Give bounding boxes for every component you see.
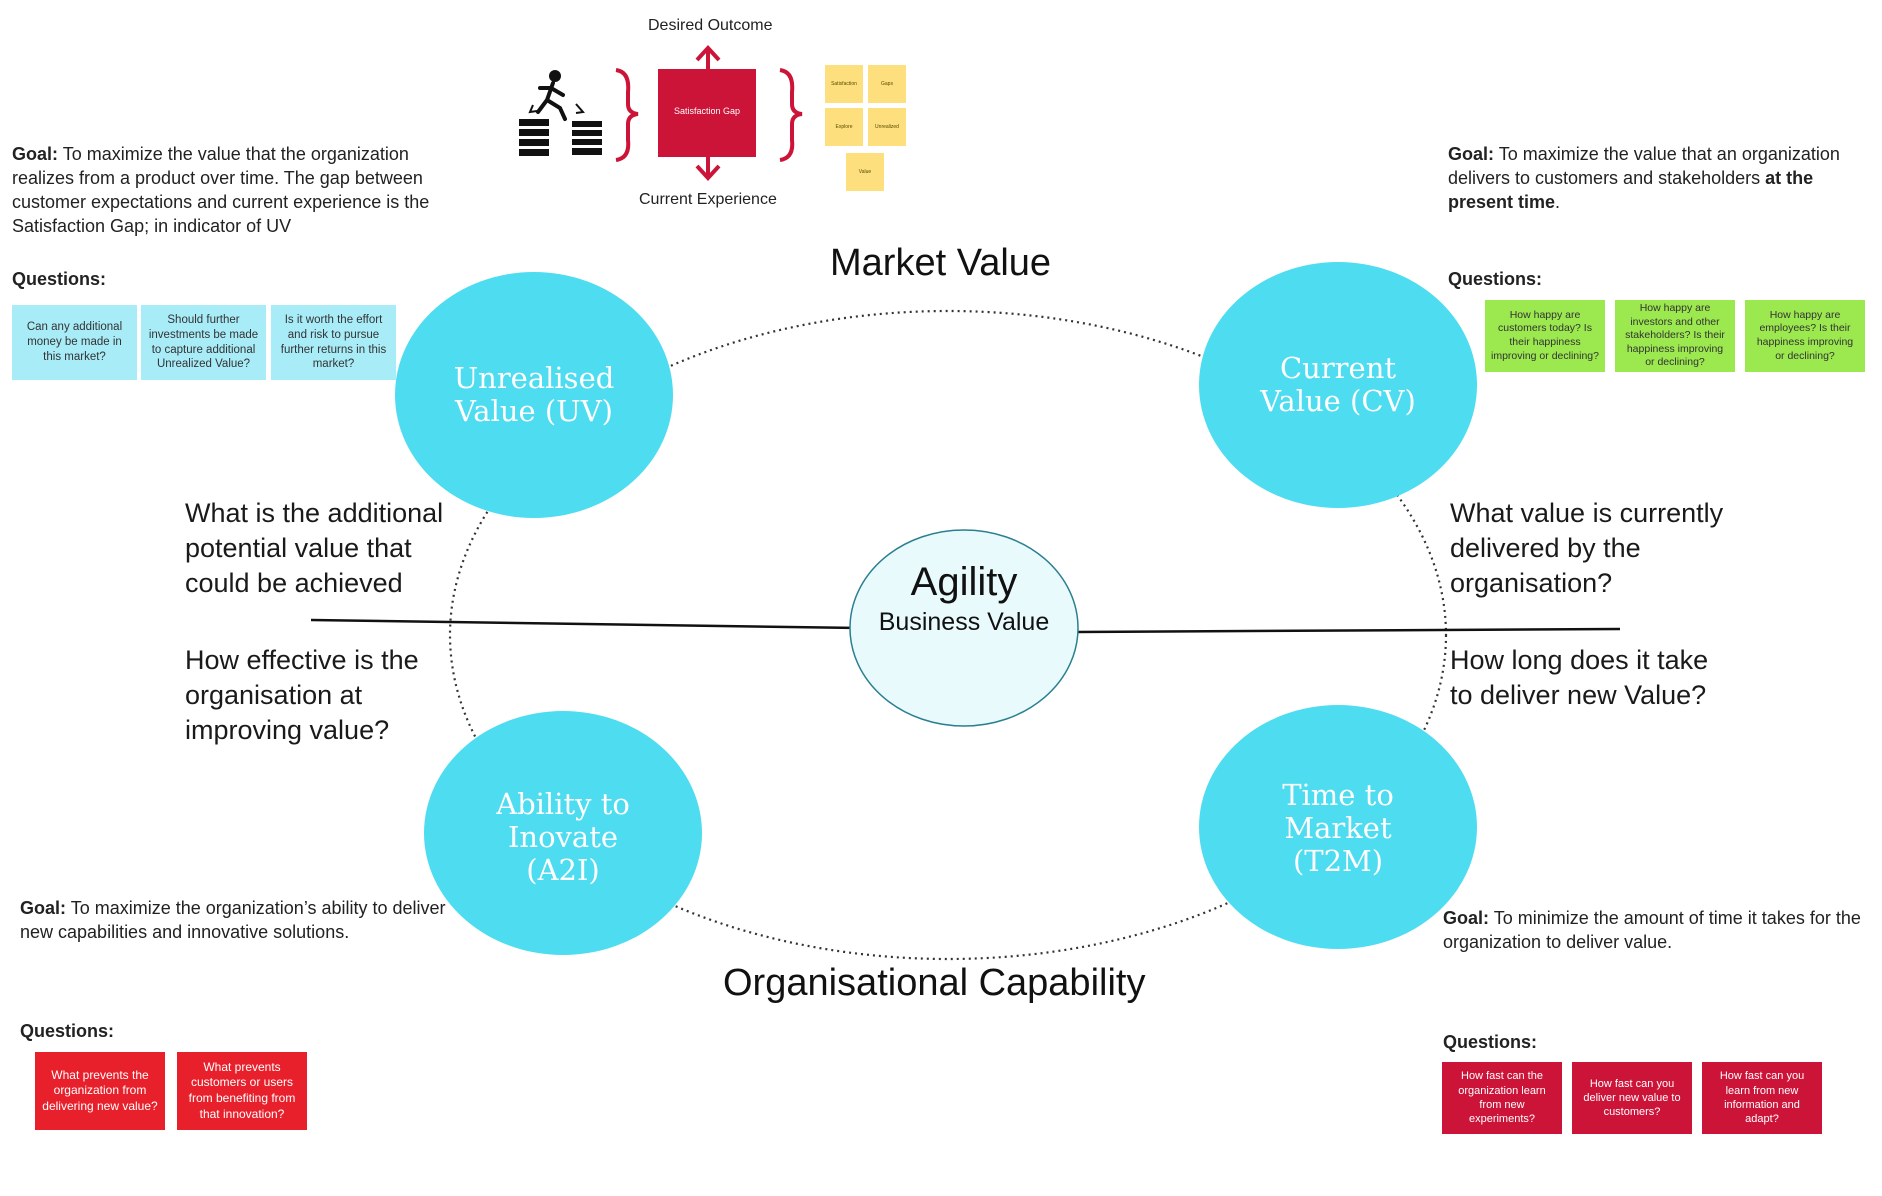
current-experience-label: Current Experience [639, 191, 777, 208]
satisfaction-gap-box [658, 69, 756, 157]
goal-label: Goal: [1448, 144, 1495, 164]
business-value-subtitle: Business Value [878, 608, 1050, 636]
divider-line-right [1074, 627, 1621, 634]
circle-cv[interactable] [1199, 262, 1477, 508]
cv-goal-end: . [1555, 192, 1561, 212]
stepping-up-person-icon [519, 70, 602, 156]
t2m-goal: Goal: To minimize the amount of time it … [1443, 906, 1863, 954]
mini-sticky[interactable]: Unrealized [868, 108, 906, 146]
uv-question-text: What is the additional potential value t… [185, 498, 444, 598]
circle-a2i-label: Ability to Inovate (A2I) [496, 787, 630, 887]
a2i-question-text: How effective is the organisation at imp… [185, 645, 419, 745]
cv-question-sticky[interactable]: How happy are investors and other stakeh… [1615, 300, 1735, 372]
uv-question-sticky[interactable]: Should further investments be made to ca… [141, 305, 266, 380]
cv-question-sticky[interactable]: How happy are employees? Is their happin… [1745, 300, 1865, 372]
goal-label: Goal: [1443, 908, 1490, 928]
uv-question-sticky[interactable]: Can any additional money be made in this… [12, 305, 137, 380]
cv-goal: Goal: To maximize the value that an orga… [1448, 142, 1868, 214]
organisational-capability-title: Organisational Capability [723, 962, 1146, 1004]
mini-sticky[interactable]: Explore [825, 108, 863, 146]
a2i-question-sticky[interactable]: What prevents customers or users from be… [177, 1052, 307, 1130]
mini-sticky[interactable]: Gaps [868, 65, 906, 103]
goal-label: Goal: [12, 144, 59, 164]
t2m-question-sticky[interactable]: How fast can you deliver new value to cu… [1572, 1062, 1692, 1134]
cv-questions-heading: Questions: [1448, 269, 1543, 289]
circle-center[interactable] [849, 529, 1079, 727]
cv-question-sticky[interactable]: How happy are customers today? Is their … [1485, 300, 1605, 372]
t2m-question-text: How long does it take to deliver new Val… [1450, 645, 1709, 710]
circle-uv[interactable] [395, 272, 673, 518]
divider-line-left [310, 618, 861, 630]
uv-questions-heading: Questions: [12, 269, 107, 289]
t2m-question-sticky[interactable]: How fast can you learn from new informat… [1702, 1062, 1822, 1134]
uv-goal: Goal: To maximize the value that the org… [12, 142, 442, 238]
market-value-title: Market Value [830, 242, 1052, 284]
dotted-ellipse [448, 309, 1448, 961]
a2i-goal: Goal: To maximize the organization’s abi… [20, 896, 460, 944]
a2i-question-sticky[interactable]: What prevents the organization from deli… [35, 1052, 165, 1130]
t2m-goal-text: To minimize the amount of time it takes … [1443, 908, 1861, 952]
left-brace [615, 68, 639, 162]
circle-a2i[interactable] [424, 711, 702, 955]
desired-outcome-label: Desired Outcome [648, 17, 773, 34]
a2i-goal-text: To maximize the organization’s ability t… [20, 898, 446, 942]
right-brace [779, 68, 803, 162]
satisfaction-gap-label: Satisfaction Gap [673, 106, 741, 116]
circle-t2m[interactable] [1199, 705, 1477, 949]
cv-goal-bold: at the present time [1448, 168, 1814, 212]
cv-question-text: What value is currently delivered by the… [1450, 498, 1724, 598]
circle-uv-label: Unrealised Value (UV) [453, 361, 615, 428]
mini-sticky[interactable]: Satisfaction [825, 65, 863, 103]
uv-goal-text: To maximize the value that the organizat… [12, 144, 430, 236]
a2i-questions-heading: Questions: [20, 1021, 115, 1041]
agility-title: Agility [910, 560, 1018, 604]
satisfaction-gap-graphic [615, 45, 803, 181]
mini-sticky[interactable]: Value [846, 153, 884, 191]
circle-t2m-label: Time to Market (T2M) [1282, 778, 1394, 878]
circle-cv-label: Current Value (CV) [1260, 351, 1416, 418]
uv-question-sticky[interactable]: Is it worth the effort and risk to pursu… [271, 305, 396, 380]
t2m-questions-heading: Questions: [1443, 1032, 1538, 1052]
cv-goal-text: To maximize the value that an organizati… [1448, 144, 1840, 188]
t2m-question-sticky[interactable]: How fast can the organization learn from… [1442, 1062, 1562, 1134]
center-label: Agility Business Value [850, 558, 1078, 638]
goal-label: Goal: [20, 898, 67, 918]
